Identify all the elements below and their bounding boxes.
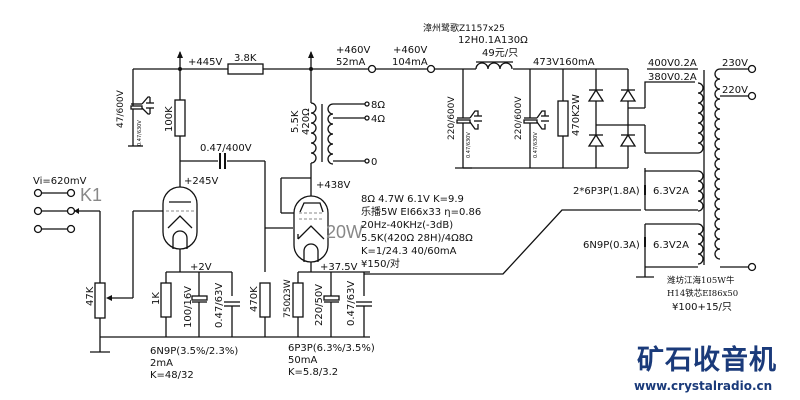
input-voltage-label: Vi=620mV xyxy=(33,176,87,187)
svg-text:¥150/对: ¥150/对 xyxy=(361,257,400,270)
current-104ma-label: 104mA xyxy=(392,57,428,68)
heater-winding-2-label: 6.3V2A xyxy=(653,240,689,251)
tap-8-ohm: 8Ω xyxy=(371,100,385,111)
svg-text:8Ω 4.7W 6.1V K=9.9: 8Ω 4.7W 6.1V K=9.9 xyxy=(361,194,464,205)
dropper-resistor-label: 3.8K xyxy=(234,53,257,64)
transformer-notes: 潍坊江海105W牛 H14铁芯EI86x50 ¥100+15/只 xyxy=(667,275,738,313)
cathode-resistor-750 xyxy=(292,282,304,318)
hv-winding-380v: 380V0.2A xyxy=(648,72,697,83)
svg-text:2mA: 2mA xyxy=(150,358,173,369)
bridge-rectifier xyxy=(463,69,645,169)
power-transformer xyxy=(636,64,757,278)
svg-text:¥100+15/只: ¥100+15/只 xyxy=(672,302,732,313)
b-plus-460-b-label: +460V xyxy=(393,45,427,56)
decoupling-cap-label: 47/600V xyxy=(116,89,126,128)
stage2-cathode-cap-label: 220/50V xyxy=(314,284,325,326)
coupling-cap-label: 0.47/400V xyxy=(200,143,252,154)
dropper-resistor xyxy=(227,63,264,75)
spec-block: 8Ω 4.7W 6.1V K=9.9 乐播5W EI66x33 η=0.86 2… xyxy=(361,194,481,270)
mains-230v-label: 230V xyxy=(722,58,748,69)
rectifier-output-label: 473V160mA xyxy=(533,57,595,68)
filter-cap-1-label: 220/600V xyxy=(447,96,457,140)
heater-winding-1-label: 6.3V2A xyxy=(653,186,689,197)
grid-resistor-470k xyxy=(259,282,271,318)
switch-k1-label: K1 xyxy=(80,185,102,205)
watermark: 矿石收音机 www.crystalradio.cn xyxy=(634,344,777,393)
svg-text:5.5K(420Ω 28H)/4Ω8Ω: 5.5K(420Ω 28H)/4Ω8Ω xyxy=(361,233,473,244)
mains-230-terminal xyxy=(747,64,757,74)
filter-bypass-2-label: 0.47/630V xyxy=(533,132,539,158)
current-52ma-label: 52mA xyxy=(336,57,365,68)
filter-cap-2 xyxy=(523,69,549,168)
hv-winding-400v: 400V0.2A xyxy=(648,58,697,69)
stage1-cathode-voltage: +2V xyxy=(190,262,212,273)
choke-label-2: 12H0.1A130Ω xyxy=(458,35,528,46)
filter-bypass-1-label: 0.47/630V xyxy=(466,132,472,158)
heater-load-1-label: 2*6P3P(1.8A) xyxy=(573,186,640,197)
mains-220v-label: 220V xyxy=(722,85,748,96)
stage2-cathode-resistor-label: 750Ω3W xyxy=(283,279,293,318)
decoupling-bypass-label: 0.47/630V xyxy=(137,120,143,146)
stage1-decoupling xyxy=(128,69,154,147)
volume-pot-47k[interactable] xyxy=(94,282,106,319)
cathode-cap-label: 100/16V xyxy=(183,286,194,328)
brand-url: www.crystalradio.cn xyxy=(634,379,772,393)
svg-text:K=48/32: K=48/32 xyxy=(150,370,194,381)
svg-text:20Hz-40KHz(-3dB): 20Hz-40KHz(-3dB) xyxy=(361,220,453,231)
heater-wire xyxy=(364,209,641,275)
svg-text:H14铁芯EI86x50: H14铁芯EI86x50 xyxy=(667,288,738,299)
filter-cap-2-label: 220/600V xyxy=(514,96,524,140)
plate-resistor-label: 100K xyxy=(164,106,175,132)
b-plus-460-a-label: +460V xyxy=(336,45,370,56)
bleeder-label: 470K2W xyxy=(571,94,582,136)
stage2-tube-notes: 6P3P(6.3%/3.5%) 50mA K=5.8/3.2 xyxy=(288,343,375,378)
b-plus-rail xyxy=(133,51,628,74)
volume-pot-label: 47K xyxy=(85,286,96,306)
cathode-resistor-label: 1K xyxy=(151,292,162,305)
grid-resistor-label: 470K xyxy=(249,286,260,312)
stage2-plate-voltage: +438V xyxy=(316,180,350,191)
test-point-2 xyxy=(426,64,436,74)
heater-load-2-label: 6N9P(0.3A) xyxy=(583,240,640,251)
ot-primary-label-1: 5.5K xyxy=(290,110,301,133)
test-point-1 xyxy=(367,64,377,74)
stage1-tube-notes: 6N9P(3.5%/2.3%) 2mA K=48/32 xyxy=(150,346,238,381)
brand-logo: 矿石收音机 xyxy=(637,344,777,376)
svg-text:乐播5W EI66x33 η=0.86: 乐播5W EI66x33 η=0.86 xyxy=(361,205,481,218)
tube-6p3p xyxy=(293,195,329,263)
b-plus-445-label: +445V xyxy=(188,57,222,68)
svg-text:潍坊江海105W牛: 潍坊江海105W牛 xyxy=(667,275,735,286)
tap-0: 0 xyxy=(371,157,377,168)
stage2-cathode-bypass-label: 0.47/63V xyxy=(346,281,357,326)
cathode-bypass-label: 0.47/63V xyxy=(214,283,225,328)
mains-common-terminal xyxy=(747,262,757,272)
svg-text:6N9P(3.5%/2.3%): 6N9P(3.5%/2.3%) xyxy=(150,346,238,357)
svg-text:K=1/24.3 40/60mA: K=1/24.3 40/60mA xyxy=(361,246,457,257)
input-selector[interactable] xyxy=(33,188,101,234)
cathode-resistor-1k xyxy=(160,282,172,318)
tube-6n9p xyxy=(162,186,198,250)
mains-220-terminal xyxy=(747,91,757,101)
plate-resistor-100k xyxy=(174,99,186,137)
stage2-cathode-voltage: +37.5V xyxy=(320,262,358,273)
output-transformer xyxy=(310,101,370,165)
choke-label-1: 漳州鹭歌Z1157x25 xyxy=(423,22,505,34)
ot-primary-label-2: 420Ω xyxy=(301,108,312,135)
stage1-plate-voltage: +245V xyxy=(184,176,218,187)
svg-text:50mA: 50mA xyxy=(288,355,317,366)
choke-label-3: 49元/只 xyxy=(482,48,518,59)
bleeder-resistor xyxy=(557,100,569,137)
power-rating-label: 20W xyxy=(326,222,363,242)
svg-text:K=5.8/3.2: K=5.8/3.2 xyxy=(288,367,338,378)
tap-4-ohm: 4Ω xyxy=(371,114,385,125)
filter-choke xyxy=(475,61,513,70)
svg-text:6P3P(6.3%/3.5%): 6P3P(6.3%/3.5%) xyxy=(288,343,375,354)
